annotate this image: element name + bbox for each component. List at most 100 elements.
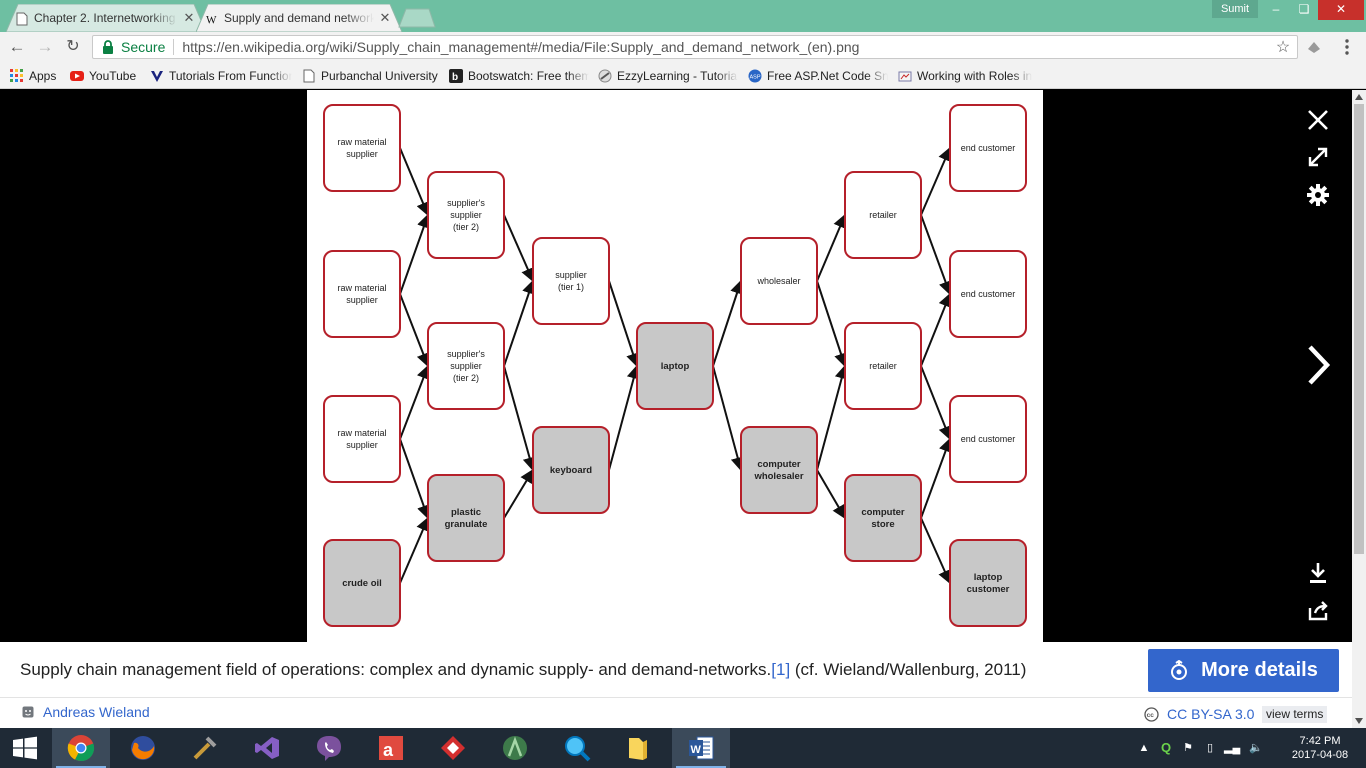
bookmark-youtube[interactable]: YouTube — [70, 67, 144, 84]
diagram-node-label: wholesaler — [753, 471, 803, 482]
lock-icon — [103, 40, 113, 54]
diagram-node-label: end customer — [961, 289, 1016, 299]
close-viewer-icon[interactable] — [1305, 107, 1331, 133]
download-icon[interactable] — [1305, 560, 1331, 586]
taskbar-chrome[interactable] — [52, 728, 110, 768]
diagram-node-box — [844, 474, 922, 562]
maximize-icon[interactable]: ❏ — [1298, 2, 1310, 16]
diagram-node-label: supplier's — [447, 198, 485, 208]
taskbar-clock[interactable]: 7:42 PM 2017-04-08 — [1284, 734, 1356, 762]
word-icon: W — [689, 736, 714, 760]
user-icon — [22, 706, 34, 718]
svg-text:W: W — [206, 14, 217, 26]
diagram-node-label: (tier 2) — [453, 222, 479, 232]
diagram-node-box — [532, 237, 610, 325]
secure-label: Secure — [121, 39, 166, 55]
share-icon[interactable] — [1305, 598, 1331, 624]
profile-button[interactable]: Sumit — [1212, 0, 1258, 18]
taskbar-android-studio[interactable] — [486, 728, 544, 768]
magnifier-icon — [565, 736, 591, 762]
scrollbar-thumb[interactable] — [1354, 104, 1364, 554]
flag-icon[interactable]: ⚑ — [1183, 742, 1193, 754]
forward-arrow-icon[interactable]: → — [36, 37, 54, 56]
document-icon — [16, 12, 28, 26]
tab-supply-and-demand[interactable]: W Supply and demand network ✕ — [196, 4, 402, 32]
scroll-up-arrow-icon[interactable] — [1355, 94, 1363, 100]
view-terms-button[interactable]: view terms — [1262, 706, 1328, 723]
taskbar-android-studio-alt[interactable]: a — [362, 728, 420, 768]
tab-chapter-2[interactable]: Chapter 2. Internetworking ✕ — [6, 4, 206, 32]
page-scrollbar[interactable] — [1352, 90, 1366, 728]
back-arrow-icon[interactable]: ← — [8, 37, 26, 56]
new-tab-button[interactable] — [398, 8, 436, 28]
bookmark-free-asp-net[interactable]: ASP Free ASP.Net Code Snippets — [748, 67, 888, 84]
close-tab-icon[interactable]: ✕ — [183, 10, 195, 25]
bookmark-star-icon[interactable]: ☆ — [1275, 39, 1291, 56]
diagram-edge-laptop-compwhole — [712, 365, 745, 472]
diagram-node-ec2: end customer — [949, 250, 1027, 338]
author-link[interactable]: Andreas Wieland — [43, 704, 150, 720]
caption-reference-link[interactable]: [1] — [771, 660, 791, 679]
diagram-node-label: laptop — [974, 572, 1003, 583]
chevron-up-icon[interactable]: ▲ — [1138, 742, 1150, 754]
bookmark-tutorials[interactable]: Tutorials From Functions — [150, 67, 292, 84]
url-text[interactable]: https://en.wikipedia.org/wiki/Supply_cha… — [182, 39, 860, 55]
diagram-node-keyboard: keyboard — [532, 426, 610, 514]
diagram-edge-compstore-lapcust — [920, 517, 952, 585]
more-details-label: More details — [1201, 659, 1318, 681]
diagram-edge-laptop-wholesaler — [712, 279, 744, 367]
bookmark-working-with-roles[interactable]: Working with Roles in — [898, 67, 1036, 84]
taskbar-tools[interactable] — [176, 728, 234, 768]
diagram-edge-ss2-keyboard — [503, 365, 537, 472]
address-bar[interactable]: Secure https://en.wikipedia.org/wiki/Sup… — [92, 35, 1298, 59]
fullscreen-icon[interactable] — [1305, 144, 1331, 170]
commons-icon — [1171, 659, 1188, 680]
document-icon — [303, 69, 315, 82]
taskbar-file-explorer[interactable] — [610, 728, 668, 768]
diagram-node-label: wholesaler — [756, 276, 800, 286]
bookmark-apps[interactable]: Apps — [10, 67, 70, 84]
volume-icon[interactable]: 🔈 — [1249, 742, 1263, 754]
minimize-icon[interactable]: – — [1272, 2, 1280, 16]
q-app-icon[interactable]: Q — [1160, 740, 1172, 755]
diagram-node-ec3: end customer — [949, 395, 1027, 483]
close-window-icon[interactable]: ✕ — [1318, 0, 1364, 20]
taskbar-app-diamond[interactable] — [424, 728, 482, 768]
more-details-button[interactable]: More details — [1148, 649, 1339, 692]
license-link[interactable]: CC BY-SA 3.0 — [1167, 706, 1255, 722]
extension-icon[interactable] — [1306, 40, 1322, 54]
scroll-down-arrow-icon[interactable] — [1355, 718, 1363, 724]
diagram-node-label: raw material — [337, 137, 386, 147]
taskbar-word[interactable]: W — [672, 728, 730, 768]
battery-icon[interactable]: ▯ — [1206, 742, 1214, 754]
diagram-node-label: supplier — [346, 149, 378, 159]
taskbar-visual-studio[interactable] — [238, 728, 296, 768]
taskbar-firefox[interactable] — [114, 728, 172, 768]
browser-toolbar: ← → ↻ Secure https://en.wikipedia.org/wi… — [0, 32, 1366, 62]
bookmark-purbanchal[interactable]: Purbanchal University — [302, 67, 440, 84]
reload-icon[interactable]: ↻ — [66, 38, 80, 55]
close-tab-icon[interactable]: ✕ — [379, 10, 391, 25]
apps-grid-icon — [10, 68, 23, 82]
diagram-edge-ss1-sup1 — [503, 214, 535, 283]
diagram-edge-compstore-ec3 — [920, 437, 953, 519]
bookmark-bootswatch[interactable]: b Bootswatch: Free themes — [449, 67, 589, 84]
next-image-chevron-icon[interactable] — [1300, 342, 1336, 388]
gear-icon[interactable] — [1305, 182, 1331, 208]
diagram-node-crude: crude oil — [323, 539, 401, 627]
system-tray: ▲ Q ⚑ ▯ ▂▄ 🔈 — [1130, 728, 1290, 768]
diagram-node-label: retailer — [869, 361, 897, 371]
taskbar-viber[interactable] — [300, 728, 358, 768]
network-signal-icon[interactable]: ▂▄ — [1224, 742, 1241, 754]
diagram-edge-ret2-ec2 — [920, 292, 952, 367]
bootswatch-icon: b — [449, 68, 463, 83]
windows-start-icon[interactable] — [0, 728, 50, 768]
diagram-node-box — [532, 426, 610, 514]
bookmark-ezzylearning[interactable]: EzzyLearning - Tutorials — [598, 67, 738, 84]
menu-icon[interactable] — [1340, 38, 1354, 56]
taskbar-search-app[interactable] — [548, 728, 606, 768]
